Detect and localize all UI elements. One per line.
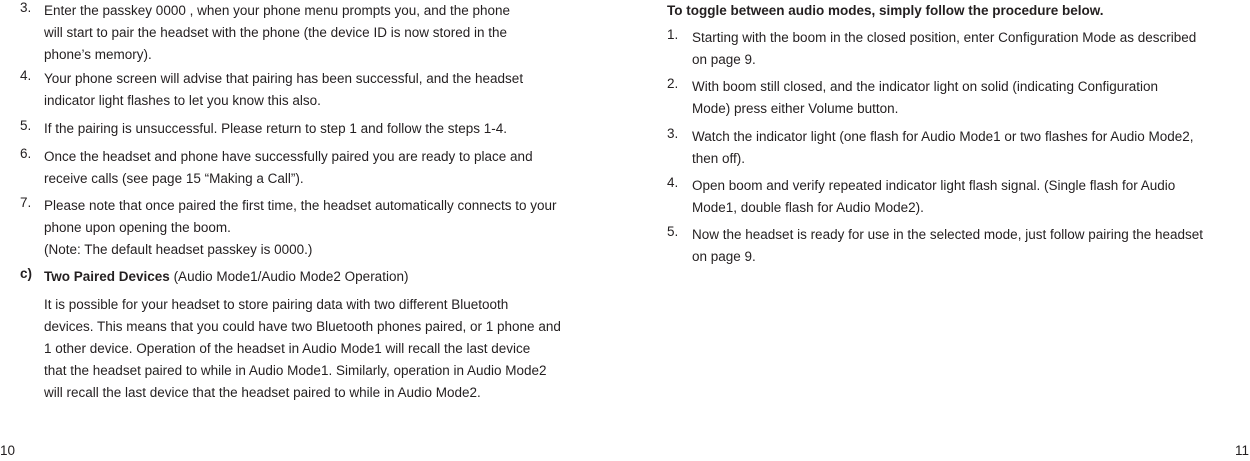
- text-line: Starting with the boom in the closed pos…: [692, 30, 1197, 45]
- item-number: 7.: [20, 195, 32, 210]
- section-label: c): [20, 266, 33, 281]
- item-number: 5.: [667, 224, 679, 239]
- text-line: Enter the passkey 0000 , when your phone…: [44, 3, 511, 18]
- item-number: 2.: [667, 76, 679, 91]
- text-line: With boom still closed, and the indicato…: [692, 79, 1159, 94]
- item-number: 4.: [20, 68, 32, 83]
- text-line: If the pairing is unsuccessful. Please r…: [44, 121, 508, 136]
- page-number-left: 10: [0, 443, 16, 458]
- text-line: Please note that once paired the first t…: [44, 198, 557, 213]
- text-line: Your phone screen will advise that pairi…: [44, 71, 524, 86]
- text-line: phone’s memory).: [44, 47, 152, 62]
- text-line: (Note: The default headset passkey is 00…: [44, 242, 313, 257]
- item-number: 3.: [20, 0, 32, 15]
- item-number: 3.: [667, 126, 679, 141]
- text-line: 1 other device. Operation of the headset…: [44, 341, 531, 356]
- text-line: that the headset paired to while in Audi…: [44, 363, 547, 378]
- text-line: will start to pair the headset with the …: [44, 25, 508, 40]
- text-line: on page 9.: [692, 52, 756, 67]
- item-number: 6.: [20, 146, 32, 161]
- text-line: Mode) press either Volume button.: [692, 101, 899, 116]
- page-number-right: 11: [1235, 443, 1250, 458]
- text-line: Watch the indicator light (one flash for…: [692, 129, 1194, 144]
- text-line: Open boom and verify repeated indicator …: [692, 178, 1176, 193]
- item-number: 4.: [667, 175, 679, 190]
- section-title: Two Paired Devices: [44, 269, 170, 284]
- text-line: Once the headset and phone have successf…: [44, 149, 533, 164]
- item-number: 1.: [667, 27, 679, 42]
- text-line: will recall the last device that the hea…: [44, 385, 481, 400]
- text-line: receive calls (see page 15 “Making a Cal…: [44, 171, 304, 186]
- text-line: Mode1, double flash for Audio Mode2).: [692, 200, 924, 215]
- section-subtitle: (Audio Mode1/Audio Mode2 Operation): [169, 269, 409, 284]
- text-line: devices. This means that you could have …: [44, 319, 561, 334]
- text-line: It is possible for your headset to store…: [44, 297, 509, 312]
- text-line: indicator light flashes to let you know …: [44, 93, 321, 108]
- procedure-heading: To toggle between audio modes, simply fo…: [667, 3, 1104, 18]
- text-line: phone upon opening the boom.: [44, 220, 231, 235]
- item-number: 5.: [20, 118, 32, 133]
- text-line: on page 9.: [692, 249, 756, 264]
- text-line: Now the headset is ready for use in the …: [692, 227, 1204, 242]
- text-line: then off).: [692, 151, 746, 166]
